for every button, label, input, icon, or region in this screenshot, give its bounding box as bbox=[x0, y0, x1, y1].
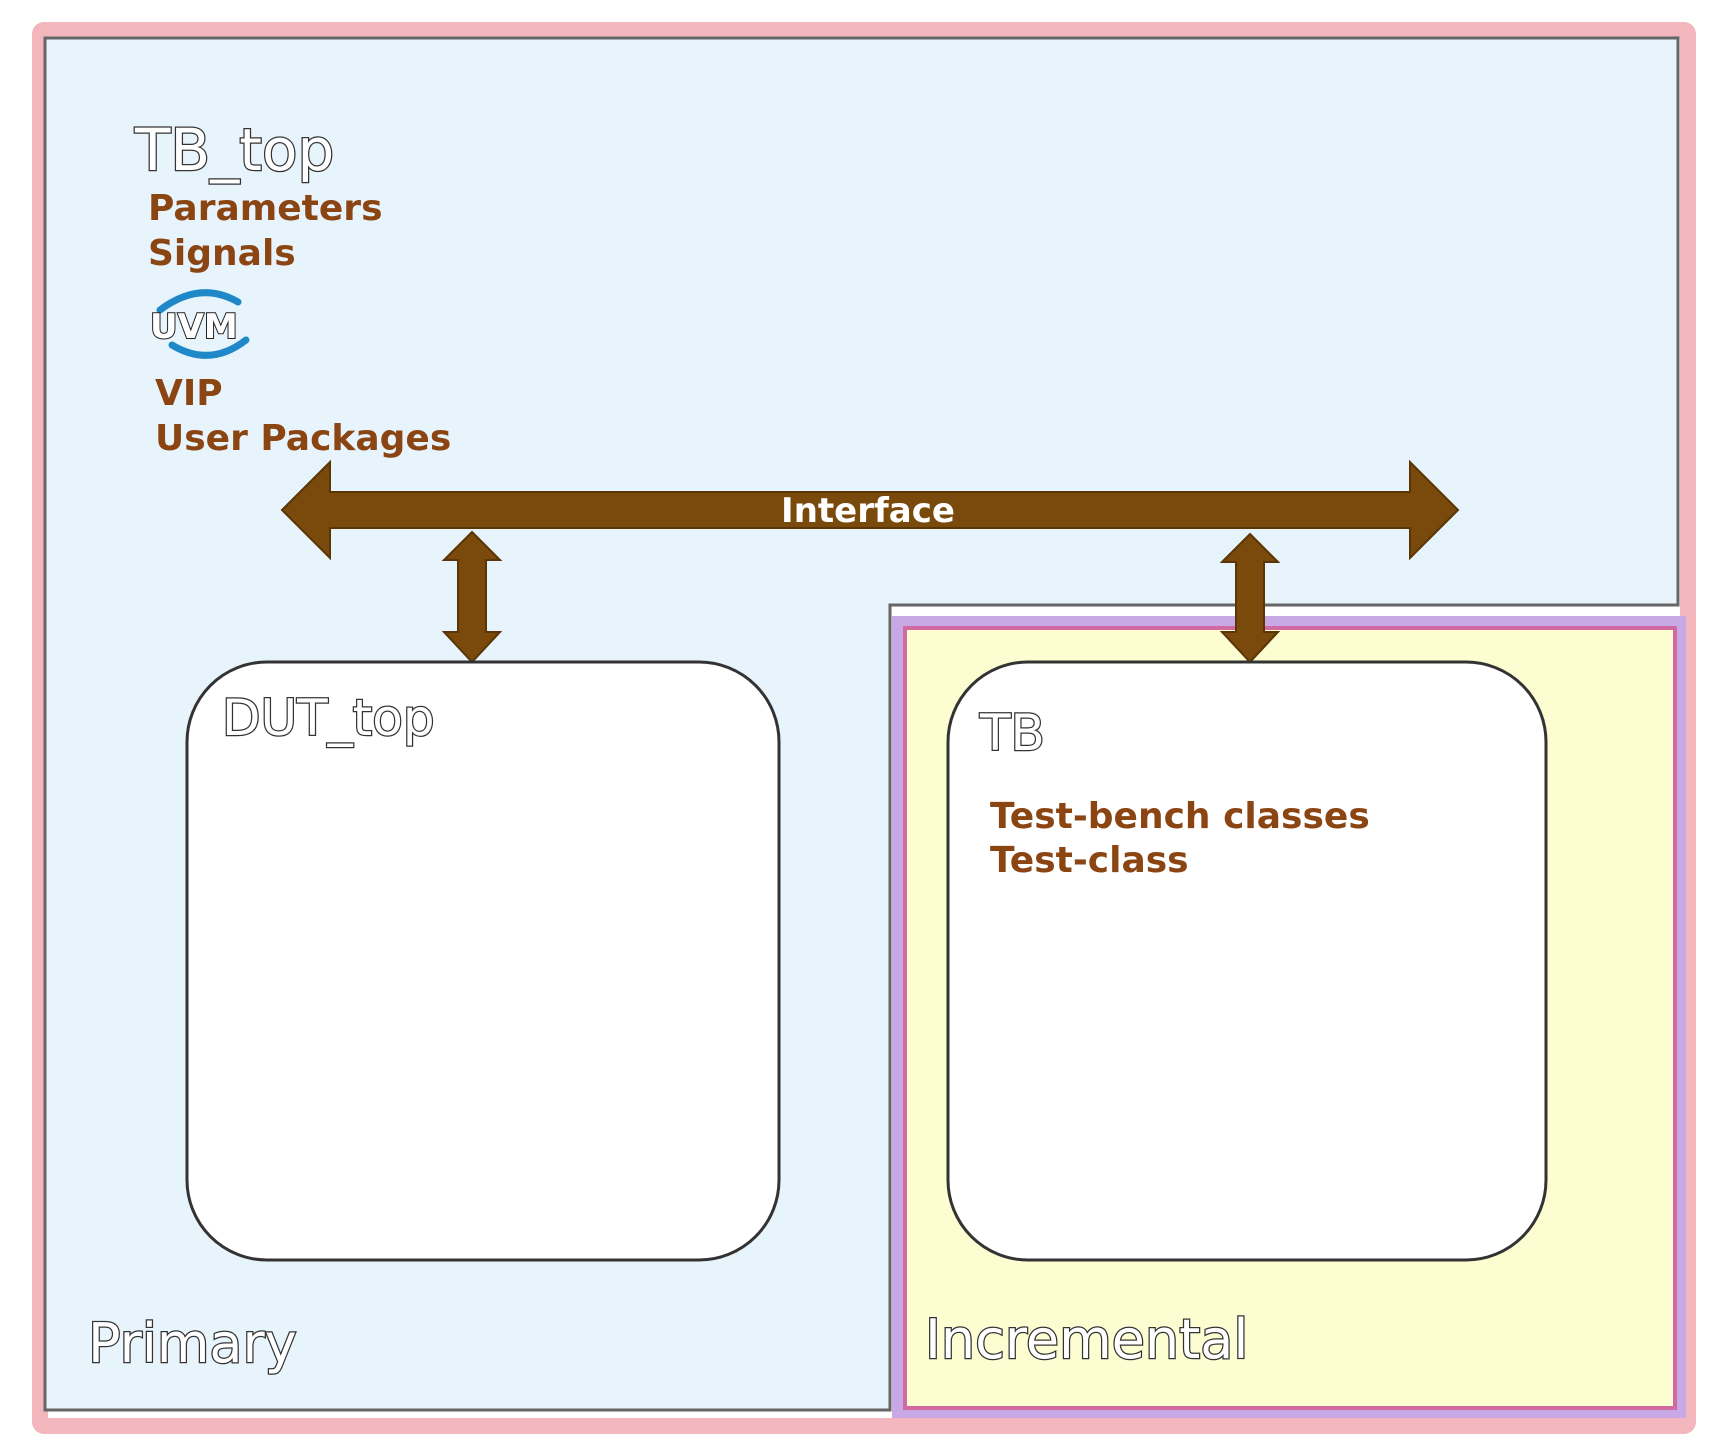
outer-border-glow bbox=[32, 22, 1696, 1434]
incremental-border-glow bbox=[892, 616, 1686, 1418]
incremental-label: Incremental bbox=[925, 1308, 1248, 1371]
tb-top-title: TB_top bbox=[134, 116, 334, 184]
dut-top-box bbox=[185, 660, 781, 1262]
uvm-logo-text: UVM bbox=[150, 307, 238, 347]
uvm-logo: UVM bbox=[149, 289, 250, 359]
interface-arrow bbox=[280, 459, 1460, 561]
dut-top-title: DUT_top bbox=[222, 689, 435, 747]
interface-label: Interface bbox=[781, 491, 955, 531]
tb-item-test-bench-classes: Test-bench classes bbox=[990, 796, 1370, 837]
tb-top-item-user-packages: User Packages bbox=[155, 418, 451, 459]
tb-title: TB bbox=[979, 704, 1045, 762]
tb-top-item-parameters: Parameters bbox=[148, 188, 383, 229]
tb-item-test-class: Test-class bbox=[990, 840, 1189, 881]
uvm-logo-swoosh-bottom bbox=[168, 336, 250, 359]
tb-box bbox=[946, 660, 1548, 1262]
uvm-logo-swoosh-top bbox=[156, 289, 242, 314]
tb-top-item-signals: Signals bbox=[148, 233, 296, 274]
tb-top-item-vip: VIP bbox=[155, 373, 223, 414]
primary-label: Primary bbox=[88, 1312, 297, 1375]
